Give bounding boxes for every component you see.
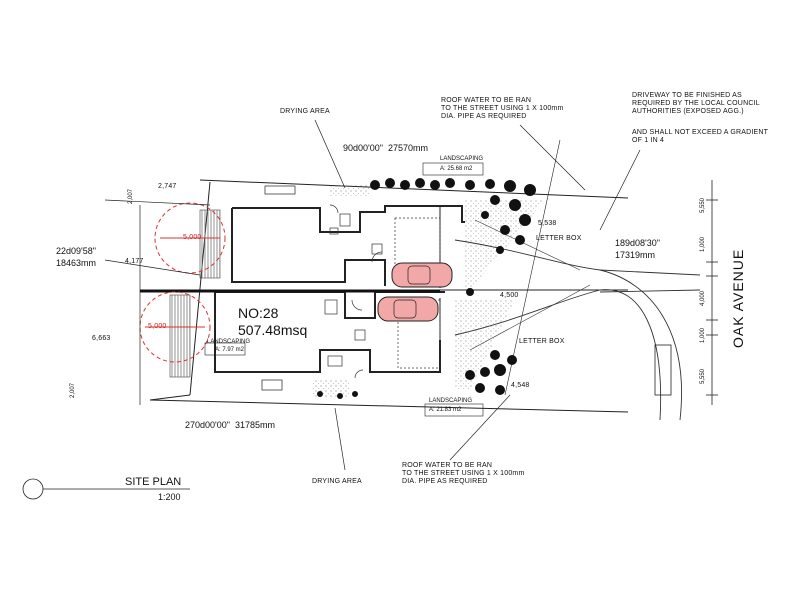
car-top [391, 262, 453, 288]
landscaping-area-bottom: A: 21.83 m2 [429, 407, 462, 413]
note-gradient: AND SHALL NOT EXCEED A GRADIENT OF 1 IN … [632, 129, 769, 145]
drawing-scale: 1:200 [158, 492, 181, 502]
bearing-bottom: 270d00'00" 31785mm [185, 420, 275, 430]
landscaping-shrubs [317, 178, 536, 399]
dim-left-top: 2,007 [128, 188, 134, 204]
landscaping-area-mid: A: 7.97 m2 [215, 347, 245, 353]
leader-lines [104, 119, 641, 471]
note-roof-bottom: ROOF WATER TO BE RAN TO THE STREET USING… [402, 462, 525, 486]
street-dimension-lines [654, 180, 718, 405]
note-letterbox-bottom: LETTER BOX [519, 338, 565, 345]
car-bottom [377, 296, 439, 322]
bearing-left-angle: 22d09'58" [56, 246, 96, 256]
retaining-strip-bottom [169, 294, 191, 378]
lot-number: NO:28 [238, 305, 279, 321]
bearing-left-length: 18463mm [56, 258, 97, 268]
north-symbol [22, 478, 190, 500]
landscaping-box-top [422, 162, 484, 176]
bearing-top: 90d00'00" 27570mm [343, 143, 428, 153]
landscaping-label-bottom: LANDSCAPING [429, 398, 473, 404]
landscaping-box-bottom [424, 403, 484, 417]
setback-circles [139, 202, 226, 363]
note-roof-top: ROOF WATER TO BE RAN TO THE STREET USING… [441, 97, 564, 121]
dim-2747: 2,747 [158, 183, 177, 190]
landscaping-box-mid [204, 342, 246, 356]
bearing-right-angle: 189d08'30" [615, 238, 660, 248]
dim-4548: 4,548 [511, 382, 530, 389]
retaining-strip-top [199, 209, 221, 279]
dim-circle-top: 5,000 [183, 234, 202, 241]
landscaping-label-mid: LANDSCAPING [207, 339, 251, 345]
note-letterbox-top: LETTER BOX [536, 235, 582, 242]
dim-4500: 4,500 [500, 292, 519, 299]
dim-5538: 5,538 [538, 220, 557, 227]
dim-right-4000: 4,000 [700, 290, 706, 306]
note-drying-top: DRYING AREA [280, 108, 330, 115]
dim-circle-bottom: 5,000 [148, 323, 167, 330]
dim-left-bottom: 2,007 [70, 382, 76, 398]
landscaping-area-top: A: 25.68 m2 [440, 166, 473, 172]
driveway-curves [454, 219, 701, 421]
interior-details [261, 185, 441, 391]
dim-right-1000-top: 1,000 [700, 236, 706, 252]
note-drying-bottom: DRYING AREA [312, 478, 362, 485]
dim-right-5550-bottom: 5,550 [700, 368, 706, 384]
drawing-title: SITE PLAN [125, 476, 182, 488]
note-driveway: DRIVEWAY TO BE FINISHED AS REQUIRED BY T… [632, 92, 760, 116]
lot-area: 507.48msq [238, 322, 308, 338]
dim-4177: 4,177 [125, 258, 144, 265]
dim-6663: 6,663 [92, 335, 111, 342]
dim-right-5550-top: 5,550 [700, 197, 706, 213]
landscaping-label-top: LANDSCAPING [440, 156, 484, 162]
street-name: OAK AVENUE [730, 248, 746, 348]
dim-right-1000-bottom: 1,000 [700, 327, 706, 343]
bearing-right-length: 17319mm [615, 250, 656, 260]
house-outlines [214, 205, 465, 373]
